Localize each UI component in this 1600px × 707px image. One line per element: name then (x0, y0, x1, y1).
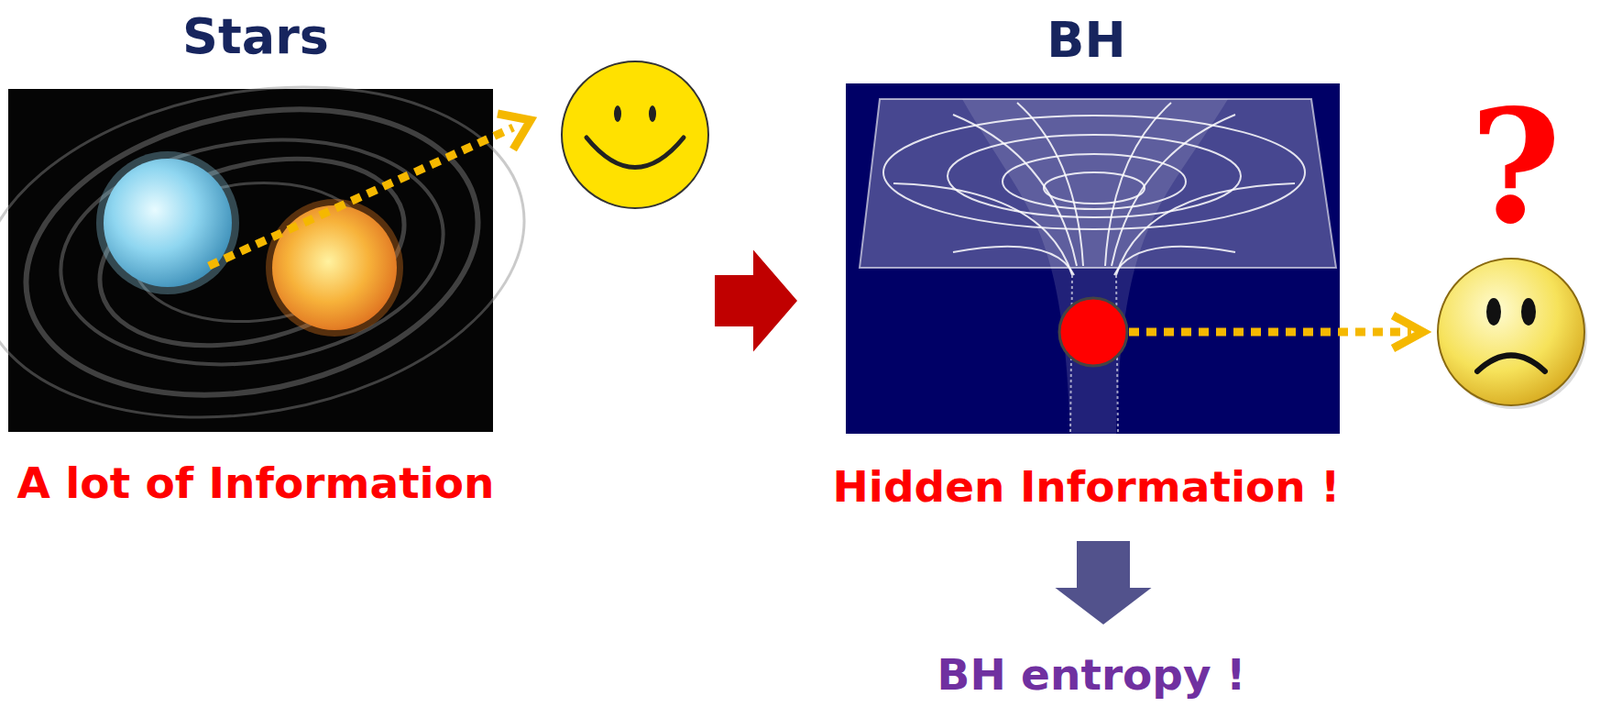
block-arrow (714, 250, 798, 352)
node-heading: BH (1046, 10, 1126, 70)
sad-face (1437, 258, 1588, 409)
node-caption: A lot of Information (17, 457, 495, 509)
node-caption: Hidden Information ! (832, 460, 1340, 513)
diagram-node: BH entropy ! (926, 648, 1257, 701)
question-mark: ? (1469, 88, 1562, 245)
stars-picture (0, 46, 551, 459)
black-hole-picture (845, 83, 1424, 434)
block-arrow (1055, 540, 1152, 625)
node-heading: Stars (182, 7, 329, 66)
happy-face (561, 61, 709, 209)
result-text: BH entropy ! (937, 648, 1247, 701)
diagram-node: Stars A lot of Information (8, 0, 504, 518)
diagram-node: BH Hidden Information ! (826, 0, 1347, 518)
